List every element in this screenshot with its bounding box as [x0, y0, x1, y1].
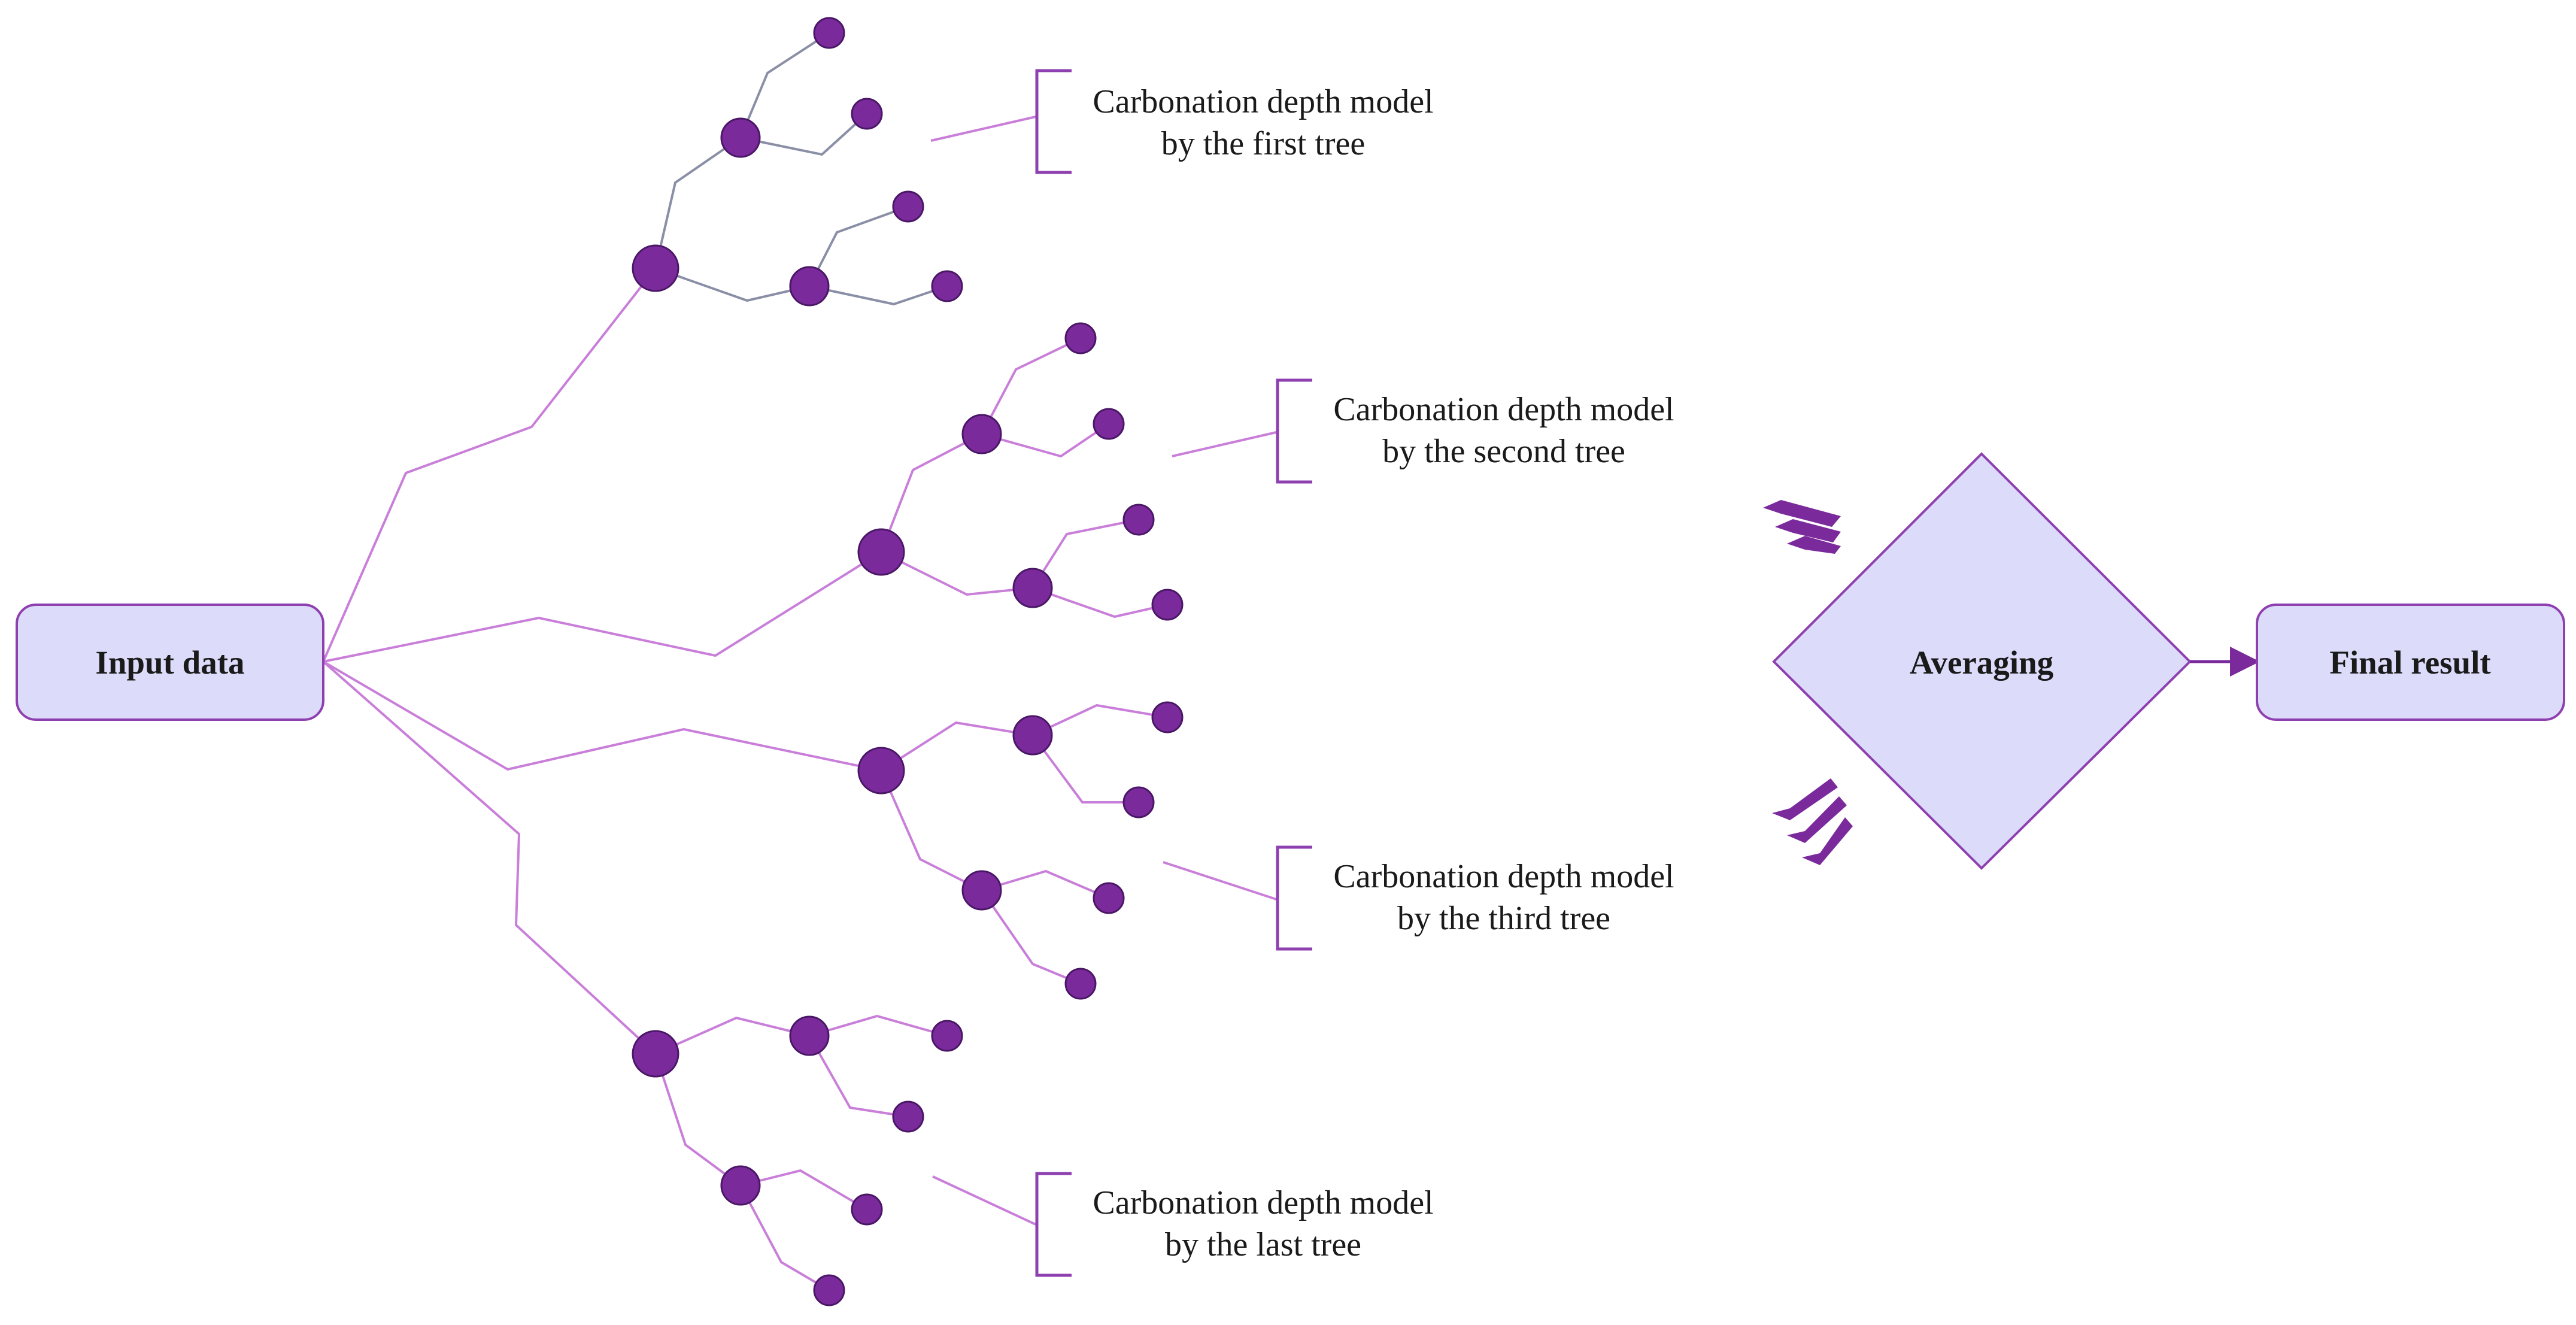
tree-2-root-node [857, 528, 905, 576]
trunk-edge-tree1 [322, 267, 657, 662]
trunk-edge-tree3 [322, 660, 882, 772]
averaging-diamond: Averaging [1772, 452, 2192, 870]
caption-tree-2: Carbonation depth model by the second tr… [1172, 378, 1674, 484]
tree-3-root-node [857, 747, 905, 795]
tree-4-node [789, 1015, 830, 1056]
caption-tree-1-line2: by the first tree [1161, 125, 1366, 162]
tree-3-leaf [1093, 882, 1125, 914]
tree-2-leaf [1151, 589, 1184, 621]
tree-4-leaf [851, 1193, 883, 1226]
tree-1-leaf [931, 270, 963, 302]
caption-tree-4: Carbonation depth model by the last tree [932, 1172, 1434, 1277]
chevron-down-right-icon [1763, 500, 1841, 554]
caption-tree-2-line1: Carbonation depth model [1333, 391, 1674, 428]
tree-2-node [961, 414, 1002, 454]
caption-tree-2-line2: by the second tree [1382, 433, 1625, 470]
tree-3-leaf [1122, 786, 1155, 818]
trunk-edges [322, 267, 882, 1055]
tree-2-leaf [1064, 322, 1097, 354]
tree-1-leaf [892, 190, 924, 223]
tree-1-node [789, 266, 830, 307]
final-result-box: Final result [2256, 604, 2565, 721]
input-data-box: Input data [16, 604, 324, 721]
caption-tree-1-line1: Carbonation depth model [1093, 83, 1433, 120]
input-data-label: Input data [95, 644, 244, 681]
tree-1 [632, 17, 963, 307]
tree-3 [857, 701, 1184, 1000]
tree-4 [632, 1014, 963, 1306]
caption-tree-3-line2: by the third tree [1397, 900, 1610, 937]
tree-3-node [961, 870, 1002, 911]
caption-tree-3-line1: Carbonation depth model [1333, 858, 1674, 895]
tree-4-node [720, 1165, 761, 1206]
trunk-edge-tree4 [322, 660, 657, 1055]
tree-3-leaf [1064, 968, 1097, 1000]
averaging-label: Averaging [1910, 644, 2053, 681]
tree-2-leaf [1122, 504, 1155, 536]
chevron-up-right-icon [1772, 778, 1853, 865]
tree-4-leaf [892, 1100, 924, 1133]
tree-3-leaf [1151, 701, 1184, 733]
trunk-edge-tree2 [323, 551, 882, 663]
tree-3-node [1012, 715, 1053, 756]
tree-2 [857, 322, 1184, 621]
tree-1-node [720, 117, 761, 158]
tree-1-root-node [632, 244, 679, 292]
tree-1-leaf [813, 17, 845, 49]
caption-tree-4-line1: Carbonation depth model [1093, 1184, 1433, 1221]
tree-4-leaf [813, 1274, 845, 1306]
tree-4-root-node [632, 1030, 679, 1078]
caption-tree-3: Carbonation depth model by the third tre… [1163, 845, 1674, 951]
tree-2-node [1012, 568, 1053, 608]
tree-4-leaf [931, 1020, 963, 1052]
final-result-label: Final result [2329, 644, 2491, 681]
caption-tree-4-line2: by the last tree [1165, 1226, 1361, 1263]
tree-2-leaf [1093, 408, 1125, 440]
caption-tree-1: Carbonation depth model by the first tre… [930, 69, 1434, 174]
tree-1-leaf [851, 98, 883, 130]
